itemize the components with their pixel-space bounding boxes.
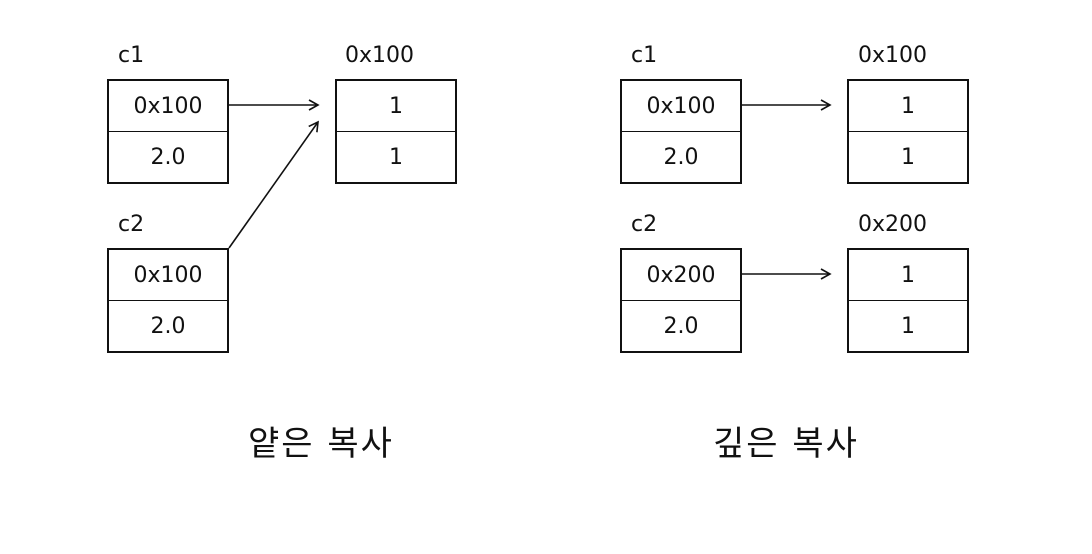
- shallow-heap-cell-2: 1: [335, 131, 457, 184]
- deep-c2-value-cell: 2.0: [620, 300, 742, 353]
- deep-heap1-cell-1: 1: [847, 79, 969, 132]
- deep-heap1-cell-2: 1: [847, 131, 969, 184]
- deep-heap1-address: 0x100: [858, 43, 928, 68]
- shallow-copy-caption: 얕은 복사: [248, 424, 394, 464]
- deep-c1-value-cell: 2.0: [620, 131, 742, 184]
- shallow-c1-ref-cell: 0x100: [107, 79, 229, 132]
- deep-c1-label: c1: [631, 43, 658, 68]
- shallow-c1-label: c1: [118, 43, 145, 68]
- shallow-c1-value-cell: 2.0: [107, 131, 229, 184]
- deep-heap2-address: 0x200: [858, 212, 928, 237]
- deep-heap2-cell-2: 1: [847, 300, 969, 353]
- deep-c2-ref-cell: 0x200: [620, 248, 742, 301]
- shallow-c2-value-cell: 2.0: [107, 300, 229, 353]
- deep-copy-caption: 깊은 복사: [713, 424, 859, 464]
- shallow-c2-ref-cell: 0x100: [107, 248, 229, 301]
- deep-c1-ref-cell: 0x100: [620, 79, 742, 132]
- shallow-heap-cell-1: 1: [335, 79, 457, 132]
- shallow-c2-pointer-arrow: [228, 120, 319, 249]
- deep-c2-label: c2: [631, 212, 658, 237]
- shallow-c2-label: c2: [118, 212, 145, 237]
- shallow-heap-address: 0x100: [345, 43, 415, 68]
- deep-heap2-cell-1: 1: [847, 248, 969, 301]
